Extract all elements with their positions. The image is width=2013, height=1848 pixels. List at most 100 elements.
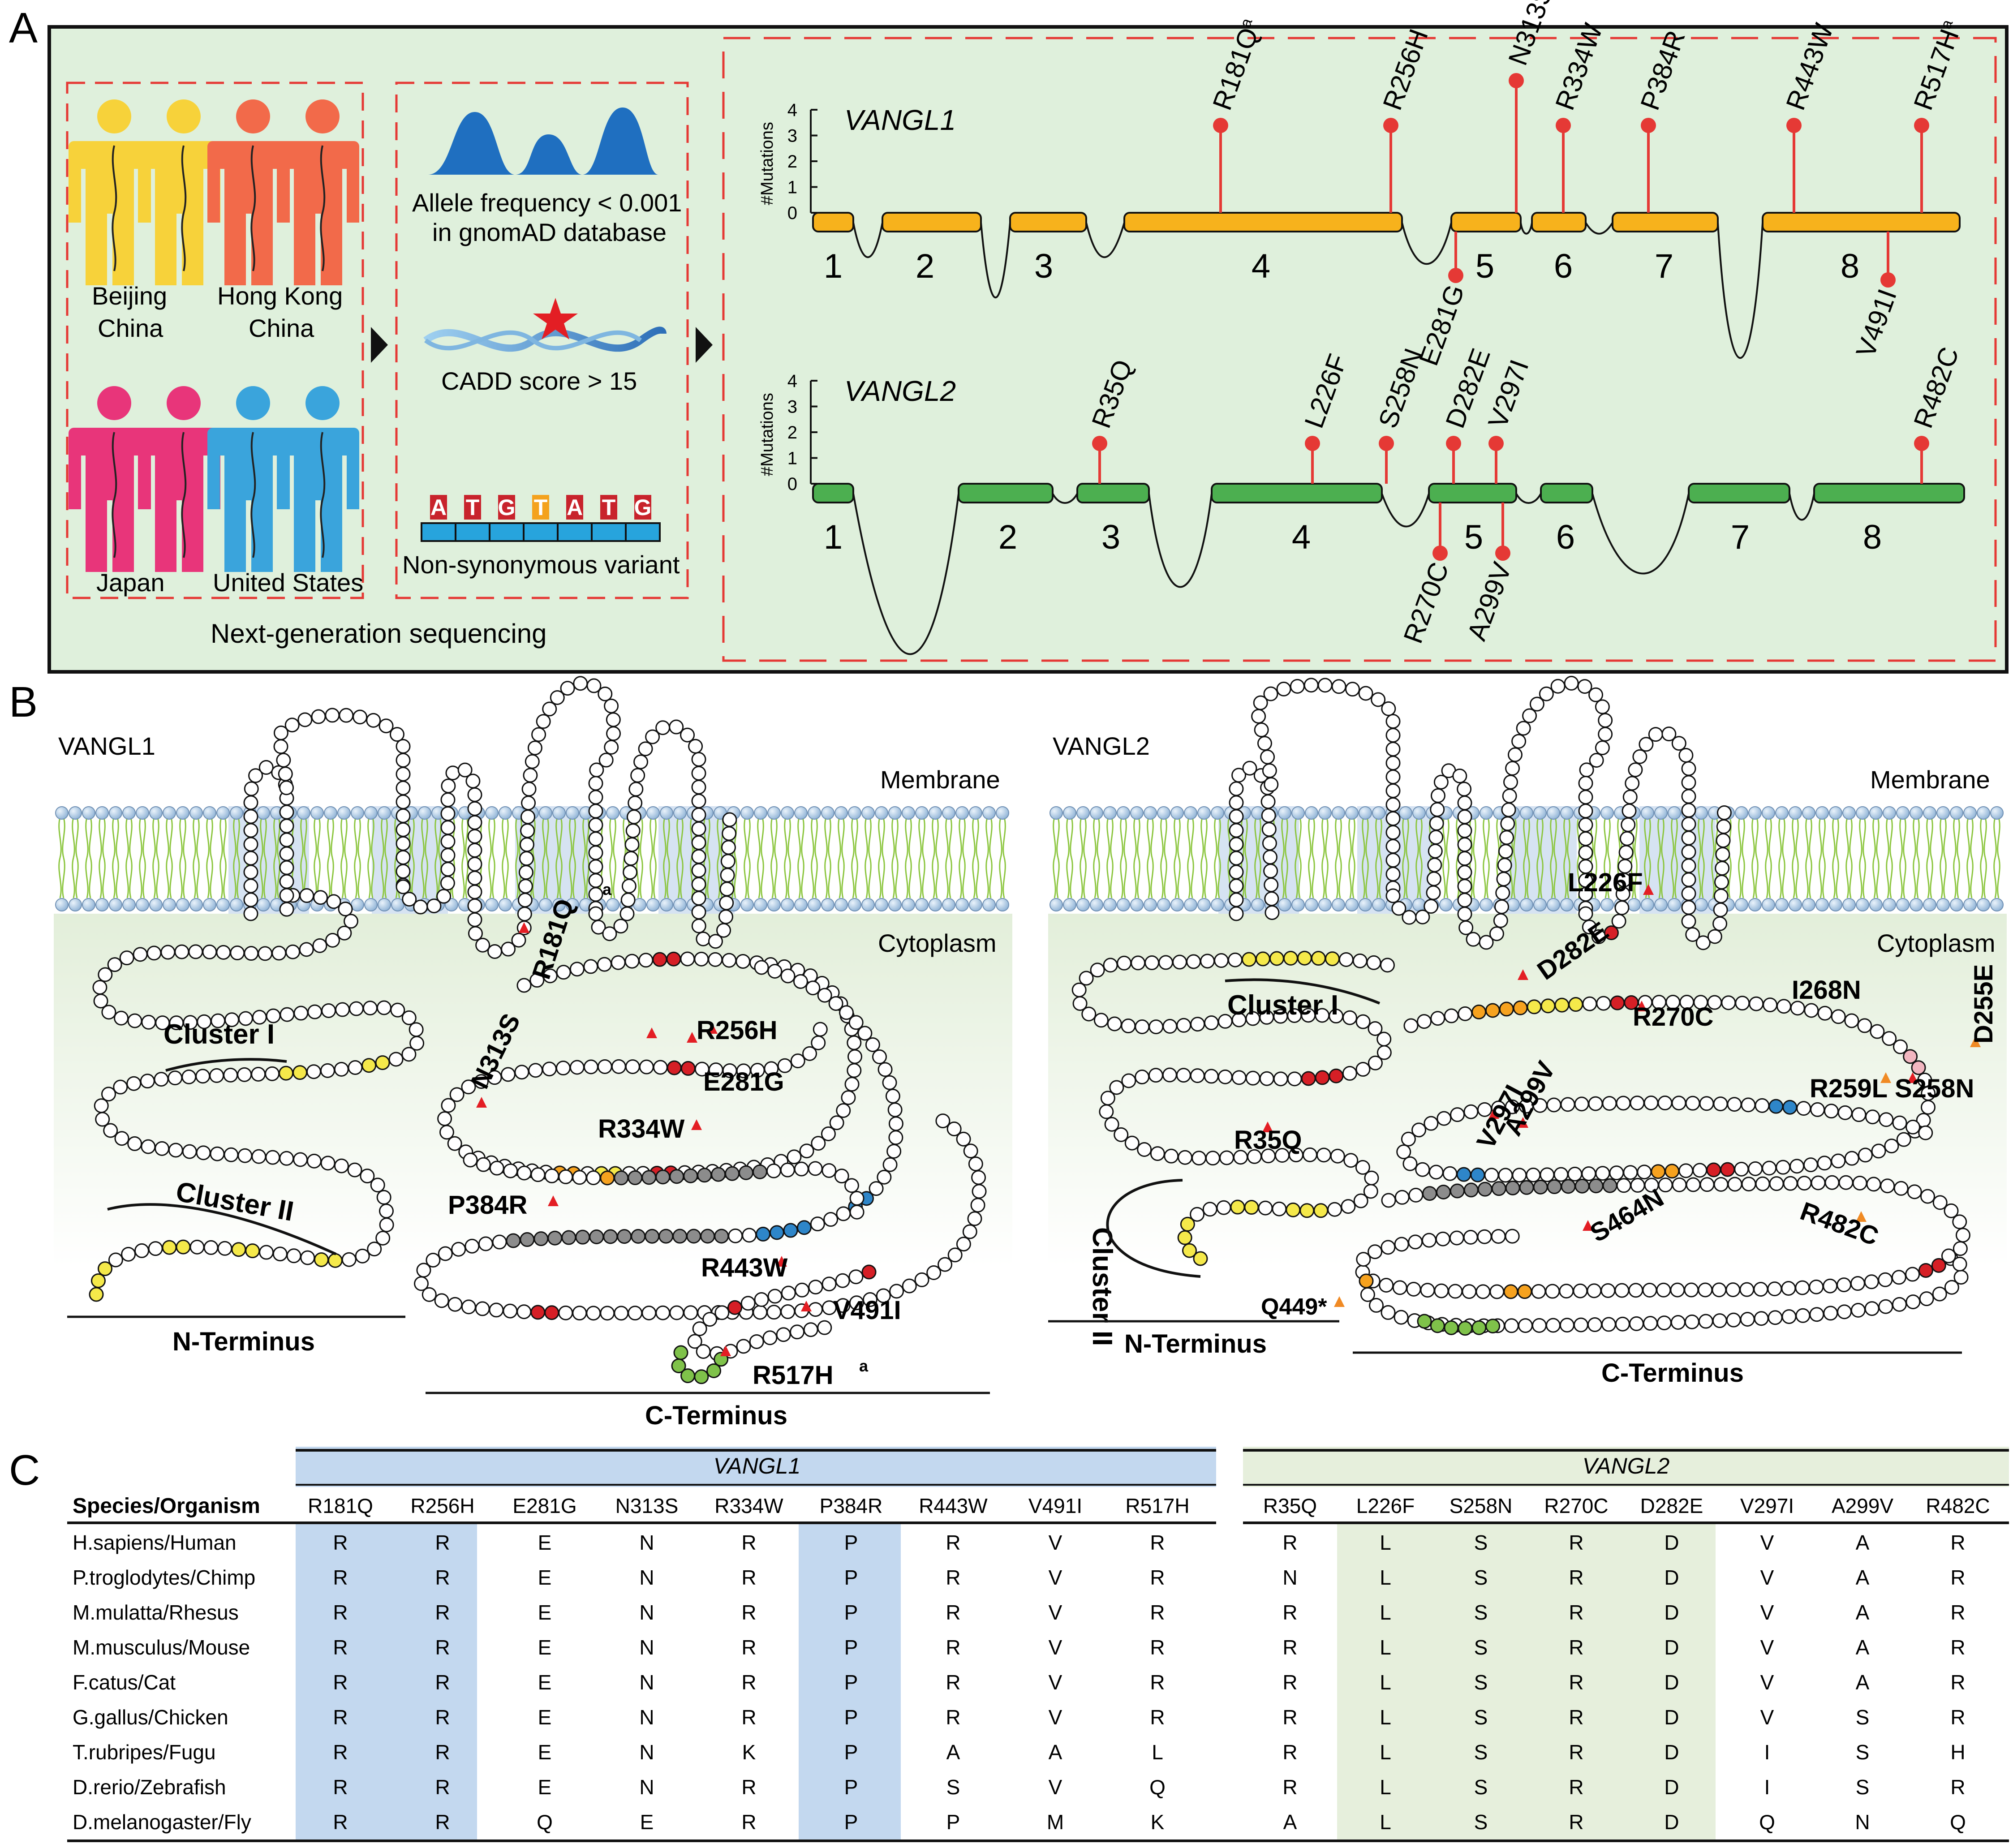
residue-bead: [409, 1022, 424, 1037]
lipid-head: [673, 898, 687, 911]
residue-bead: [1920, 1189, 1935, 1204]
residue-bead: [1582, 920, 1597, 935]
lipid-head: [1775, 806, 1789, 820]
mutation-arrow-icon: [1583, 1220, 1593, 1231]
residue-bead: [1430, 788, 1445, 803]
lipid-tail: [367, 817, 374, 858]
residue-bead: [1623, 1165, 1638, 1180]
residue-bead: [1422, 1186, 1437, 1201]
residue-bead: [396, 739, 411, 754]
lipid-tail: [125, 817, 133, 858]
lipid-tail: [1254, 817, 1261, 858]
residue-bead: [1186, 954, 1201, 969]
residue-bead: [767, 1289, 783, 1304]
lipid-tail: [1550, 857, 1557, 898]
nucleotide-block: [421, 522, 456, 542]
residue-bead: [230, 945, 245, 961]
residue-bead: [119, 950, 134, 966]
mut-label: R259L: [1810, 1074, 1888, 1103]
residue-bead: [1527, 999, 1542, 1014]
residue-bead: [777, 1058, 792, 1073]
lipid-tail: [663, 817, 670, 858]
lipid-tail: [972, 817, 979, 858]
residue-bead: [1449, 1230, 1464, 1246]
residue-bead: [413, 899, 428, 915]
lipid-tail: [1281, 857, 1288, 898]
lipid-tail: [703, 817, 710, 858]
residue-cell: P: [844, 1566, 858, 1589]
lipid-tail: [85, 857, 92, 898]
residue-cell: V: [1760, 1531, 1774, 1554]
residue-bead: [396, 794, 411, 809]
residue-cell: R: [1282, 1601, 1297, 1624]
lipid-head: [297, 806, 310, 820]
lipid-tail: [1214, 857, 1221, 898]
residue-bead: [839, 1005, 854, 1020]
residue-bead: [1595, 740, 1610, 756]
residue-bead: [107, 957, 122, 972]
residue-bead: [1804, 1003, 1819, 1018]
person-head: [305, 386, 340, 420]
residue-bead: [1259, 1071, 1274, 1086]
residue-bead: [243, 837, 258, 852]
mutation-arrow-icon: [1970, 1036, 1981, 1047]
residue-bead: [1838, 1175, 1854, 1190]
residue-bead: [437, 1111, 452, 1126]
intron: [1401, 222, 1452, 265]
lipid-head: [1291, 806, 1305, 820]
residue-bead: [196, 1145, 211, 1160]
lipid-tail: [985, 857, 993, 898]
residue-bead: [691, 849, 706, 864]
lipid-head: [1184, 806, 1197, 820]
lipid-tail: [945, 857, 952, 898]
lipid-tail: [193, 817, 200, 858]
residue-bead: [293, 1152, 308, 1167]
residue-bead: [835, 1273, 850, 1288]
exon-number: 6: [1554, 247, 1573, 285]
lipid-head: [1076, 806, 1090, 820]
residue-bead: [1137, 1142, 1152, 1157]
arrow-right-icon: [371, 327, 388, 363]
residue-bead: [1955, 1228, 1970, 1243]
residue-bead: [467, 829, 482, 844]
residue-bead: [1401, 1131, 1416, 1147]
residue-bead: [489, 1160, 504, 1176]
residue-bead: [1578, 906, 1593, 921]
residue-bead: [202, 944, 217, 959]
mut-label: E281G: [703, 1067, 784, 1096]
residue-bead: [447, 1297, 463, 1312]
vangl2-cluster1: Cluster I: [1227, 990, 1338, 1021]
lipid-tail: [1751, 857, 1759, 898]
lipid-tail: [1348, 817, 1355, 858]
residue-bead: [516, 1165, 532, 1181]
residue-bead: [1573, 1317, 1588, 1332]
residue-bead: [617, 1229, 632, 1244]
lipid-head: [888, 898, 902, 911]
mutation-dot: [1446, 436, 1461, 451]
residue-bead: [1216, 1200, 1231, 1215]
residue-bead: [602, 926, 617, 941]
lipid-head: [1869, 806, 1883, 820]
residue-bead: [1500, 816, 1515, 831]
column-header: R181Q: [308, 1494, 373, 1517]
lipid-tail: [1859, 817, 1866, 858]
residue-chains: [89, 675, 1981, 1384]
residue-bead: [849, 1295, 864, 1311]
residue-bead: [1578, 845, 1593, 860]
residue-bead: [569, 962, 585, 977]
nucleotide-bg: [464, 495, 481, 520]
residue-bead: [1720, 1162, 1735, 1177]
residue-bead: [1918, 1125, 1933, 1140]
lipid-tail: [1872, 857, 1880, 898]
residue-bead: [1553, 1167, 1569, 1182]
column-header: R270C: [1544, 1494, 1608, 1517]
lipid-tail: [1080, 857, 1087, 898]
lipid-head: [203, 898, 216, 911]
residue-bead: [1713, 888, 1729, 903]
residue-bead: [1629, 1316, 1644, 1331]
lipid-tail: [367, 857, 374, 898]
lipid-tail: [838, 857, 845, 898]
residue-bead: [401, 1047, 417, 1062]
mutation-arrow-icon: [1636, 1001, 1647, 1011]
residue-cell: P: [844, 1671, 858, 1694]
